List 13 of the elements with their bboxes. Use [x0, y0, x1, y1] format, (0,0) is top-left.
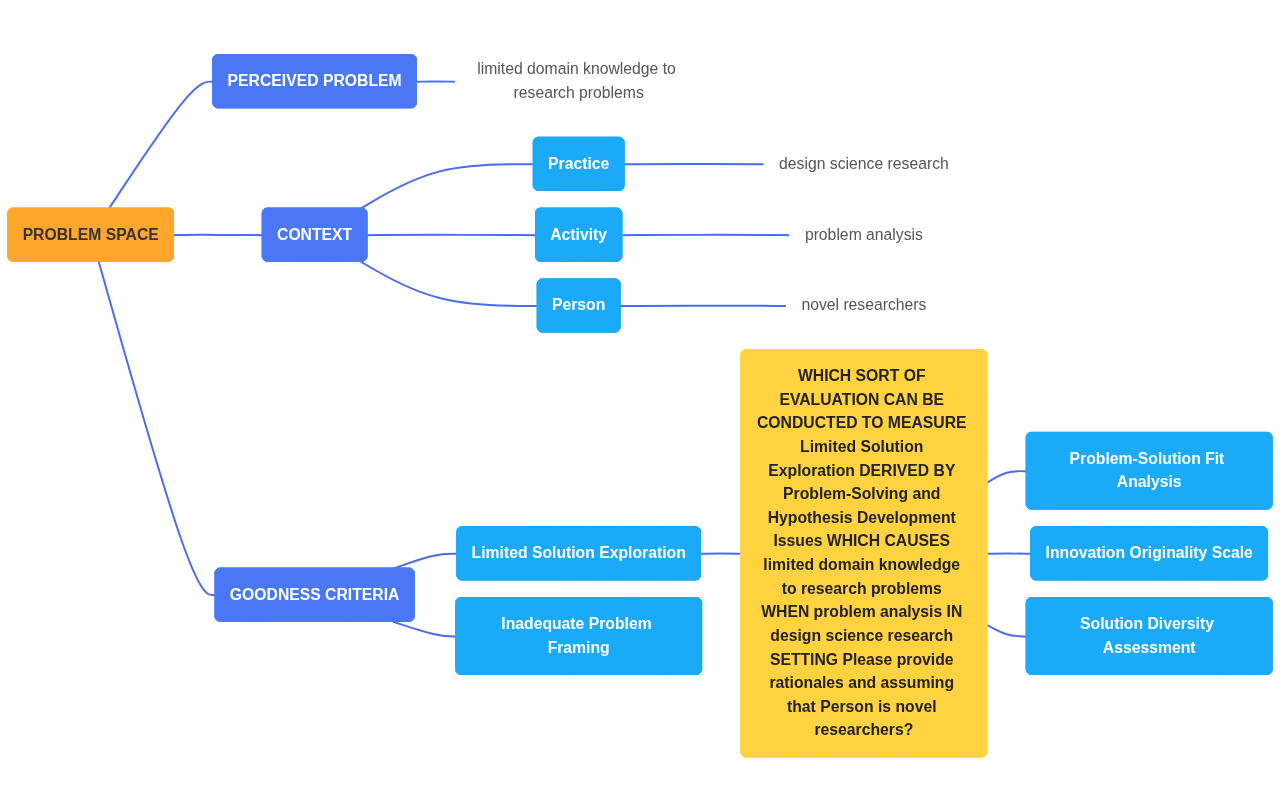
connector — [359, 163, 535, 210]
node-text: design science research — [779, 155, 949, 172]
connector — [366, 233, 537, 237]
connector — [986, 470, 1028, 484]
node-text: problem analysis — [804, 225, 923, 243]
connector — [173, 233, 264, 237]
connector — [97, 260, 217, 597]
connector — [986, 624, 1028, 638]
connector — [623, 163, 766, 166]
connector — [621, 233, 792, 237]
node-text: novel researchers — [801, 296, 927, 314]
node-text: limited domain knowledge to research problems — [477, 60, 676, 101]
connector — [359, 260, 539, 308]
